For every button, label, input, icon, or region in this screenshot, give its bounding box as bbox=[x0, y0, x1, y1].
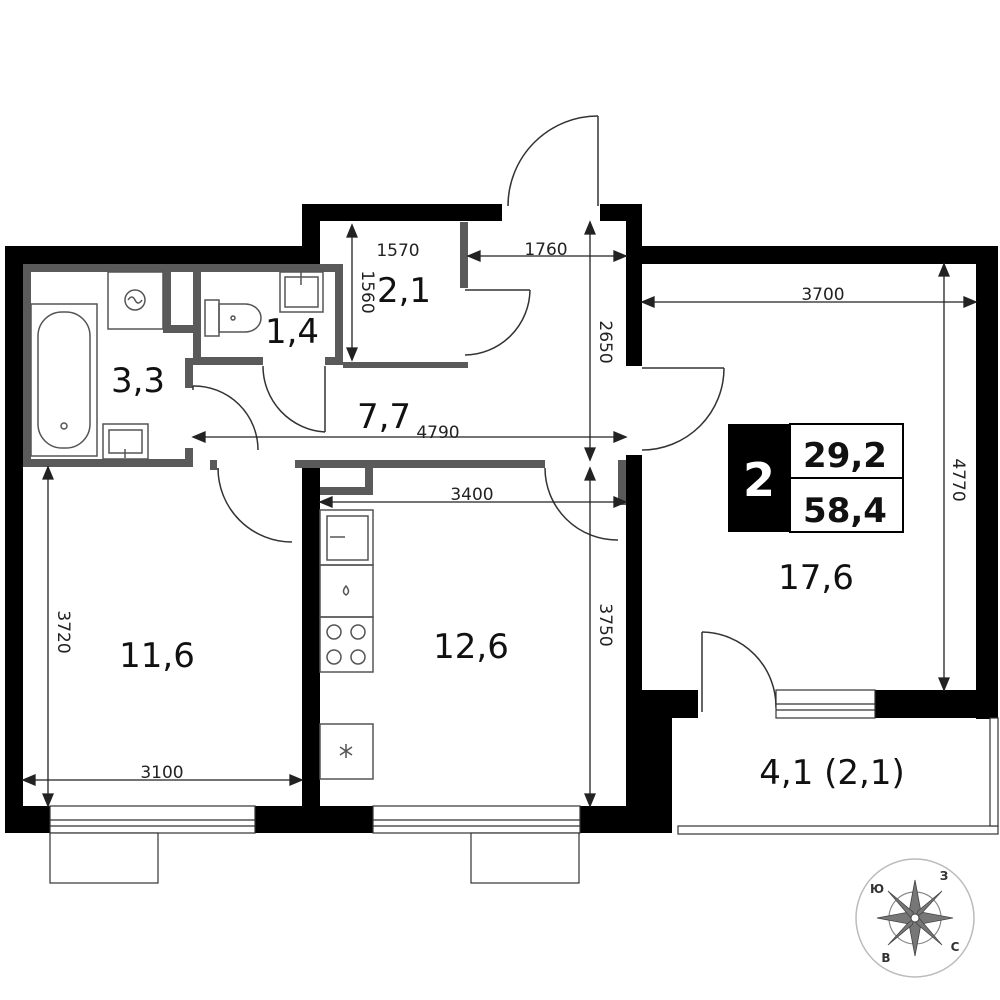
compass-star-icon bbox=[876, 879, 954, 957]
storage-door bbox=[464, 289, 531, 356]
compass-west: Ю bbox=[870, 882, 884, 896]
toilet-icon bbox=[204, 299, 262, 337]
doors bbox=[192, 115, 777, 712]
compass-east: В bbox=[881, 951, 890, 965]
compass-south: С bbox=[951, 940, 960, 954]
balcony-glazing bbox=[677, 717, 999, 835]
room-area-bedroom: 11,6 bbox=[119, 636, 195, 676]
dim-bedroom-depth: 3720 bbox=[53, 610, 73, 653]
windows bbox=[49, 689, 999, 884]
living-door bbox=[641, 367, 725, 451]
dim-kitchen-width: 3400 bbox=[450, 485, 493, 505]
dim-kitchen-depth: 3750 bbox=[595, 603, 615, 646]
fridge-icon bbox=[319, 723, 374, 780]
dim-living-width: 3700 bbox=[801, 285, 844, 305]
exterior-walls bbox=[5, 204, 998, 833]
dim-storage-depth: 1560 bbox=[357, 270, 377, 313]
bedroom-window bbox=[49, 805, 256, 884]
kitchen-window bbox=[372, 805, 581, 884]
dim-storage-width: 1570 bbox=[376, 241, 419, 261]
counter-icon bbox=[319, 564, 374, 618]
entrance-door bbox=[507, 115, 599, 207]
apartment-summary-badge: 2 29,2 58,4 bbox=[728, 423, 904, 533]
total-area-value: 58,4 bbox=[803, 491, 887, 531]
dimension-lines bbox=[21, 220, 978, 808]
room-area-living-room: 17,6 bbox=[778, 558, 854, 598]
kitchen-sink-icon bbox=[319, 509, 374, 566]
bath-sink-icon bbox=[102, 423, 149, 460]
toilet-sink-icon bbox=[279, 271, 324, 313]
dim-hall-length: 4790 bbox=[416, 423, 459, 443]
room-labels: 3,3 1,4 2,1 7,7 11,6 12,6 17,6 4,1 (2,1) bbox=[111, 271, 905, 793]
room-area-toilet: 1,4 bbox=[265, 312, 319, 352]
bedroom-door bbox=[217, 467, 293, 543]
balcony-window-door bbox=[775, 689, 876, 719]
rooms-count: 2 bbox=[743, 453, 775, 507]
toilet-door bbox=[262, 365, 326, 433]
dimension-labels: 1570 1560 1760 2650 3700 4770 4790 3400 … bbox=[53, 240, 968, 783]
dim-hall-height: 2650 bbox=[595, 320, 615, 363]
dim-living-depth: 4770 bbox=[948, 458, 968, 501]
room-area-kitchen: 12,6 bbox=[433, 627, 509, 667]
compass-rose: З Ю С В bbox=[855, 858, 975, 978]
stove-icon bbox=[319, 616, 374, 673]
washing-machine-icon bbox=[107, 271, 164, 330]
dim-bedroom-width: 3100 bbox=[140, 763, 183, 783]
compass-north: З bbox=[940, 869, 949, 883]
room-area-hallway: 7,7 bbox=[357, 397, 411, 437]
room-area-storage: 2,1 bbox=[377, 271, 431, 311]
living-area-value: 29,2 bbox=[803, 436, 887, 476]
bathtub-icon bbox=[30, 303, 98, 457]
interior-partitions bbox=[23, 222, 626, 505]
room-area-balcony: 4,1 (2,1) bbox=[759, 753, 904, 793]
kitchen-door bbox=[544, 467, 619, 541]
fixtures bbox=[30, 271, 374, 780]
balcony-door bbox=[701, 631, 777, 712]
room-area-bathroom: 3,3 bbox=[111, 361, 165, 401]
dim-hall-top-width: 1760 bbox=[524, 240, 567, 260]
